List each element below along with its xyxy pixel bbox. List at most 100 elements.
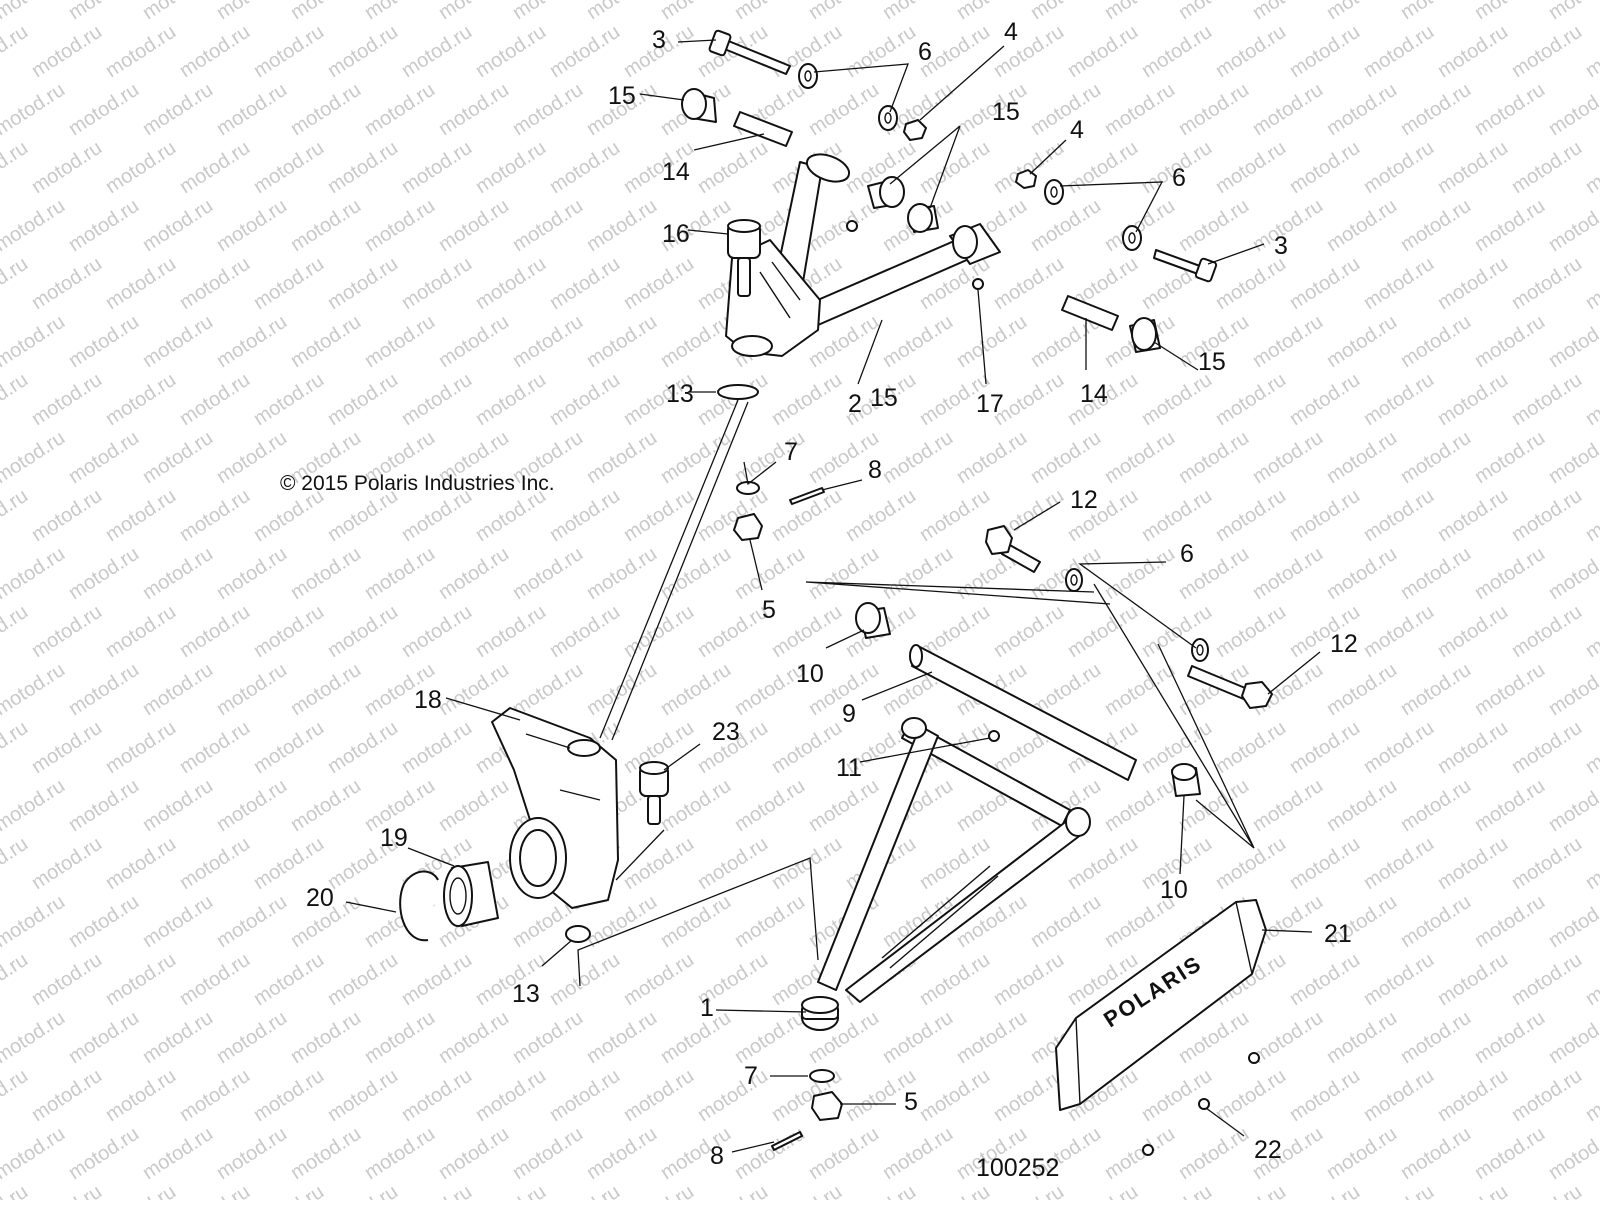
grease-fitting-upper-a — [846, 220, 858, 232]
watermark: motod.ru — [657, 659, 735, 720]
watermark: motod.ru — [583, 1123, 661, 1184]
watermark: motod.ru — [583, 543, 661, 604]
watermark: motod.ru — [0, 311, 69, 372]
watermark: motod.ru — [1545, 775, 1600, 836]
watermark: motod.ru — [324, 1065, 402, 1126]
watermark: motod.ru — [0, 659, 69, 720]
watermark: motod.ru — [0, 543, 69, 604]
watermark: motod.ru — [1212, 137, 1290, 198]
watermark: motod.ru — [0, 775, 69, 836]
watermark: motod.ru — [1249, 1007, 1327, 1068]
watermark: motod.ru — [1582, 949, 1600, 1010]
watermark: motod.ru — [953, 427, 1031, 488]
watermark: motod.ru — [583, 1007, 661, 1068]
watermark: motod.ru — [176, 949, 254, 1010]
callout-6: 6 — [1180, 540, 1194, 568]
watermark: motod.ru — [250, 1181, 328, 1200]
watermark: motod.ru — [546, 601, 624, 662]
watermark: motod.ru — [139, 1007, 217, 1068]
watermark: motod.ru — [1064, 601, 1142, 662]
watermark: motod.ru — [546, 949, 624, 1010]
watermark: motod.ru — [398, 1181, 476, 1200]
washer-6-f-hole — [1196, 644, 1204, 656]
watermark: motod.ru — [731, 775, 809, 836]
watermark: motod.ru — [435, 79, 513, 140]
watermark: motod.ru — [472, 1065, 550, 1126]
watermark: motod.ru — [1397, 1123, 1475, 1184]
watermark: motod.ru — [139, 775, 217, 836]
leader-7-a — [743, 461, 777, 486]
watermark: motod.ru — [139, 659, 217, 720]
watermark: motod.ru — [509, 1007, 587, 1068]
watermark: motod.ru — [768, 717, 846, 778]
watermark: motod.ru — [1508, 717, 1586, 778]
watermark: motod.ru — [953, 1007, 1031, 1068]
watermark: motod.ru — [620, 949, 698, 1010]
watermark: motod.ru — [1286, 137, 1364, 198]
watermark: motod.ru — [28, 137, 106, 198]
washer-7-b — [809, 1069, 835, 1083]
lower-a-arm-left-tube — [817, 725, 939, 991]
grease-fitting-11 — [988, 730, 1000, 742]
watermark: motod.ru — [435, 311, 513, 372]
watermark: motod.ru — [1101, 427, 1179, 488]
watermark: motod.ru — [1138, 1181, 1216, 1200]
leader-3-b — [1207, 243, 1265, 265]
spindle-detail — [525, 733, 601, 801]
watermark: motod.ru — [287, 775, 365, 836]
leader-20 — [345, 901, 397, 913]
watermark: motod.ru — [1064, 21, 1142, 82]
leader-15-d — [1153, 341, 1199, 371]
watermark: motod.ru — [1434, 21, 1512, 82]
watermark: motod.ru — [1323, 1007, 1401, 1068]
watermark: motod.ru — [1101, 775, 1179, 836]
washer-6-b — [878, 105, 898, 131]
watermark: motod.ru — [509, 311, 587, 372]
watermark: motod.ru — [65, 1007, 143, 1068]
watermark: motod.ru — [472, 601, 550, 662]
watermark: motod.ru — [583, 0, 661, 24]
watermark: motod.ru — [657, 1007, 735, 1068]
watermark: motod.ru — [0, 833, 32, 894]
ball-joint-23-cap — [639, 761, 669, 775]
watermark: motod.ru — [546, 1181, 624, 1200]
watermark: motod.ru — [1434, 949, 1512, 1010]
watermark: motod.ru — [694, 601, 772, 662]
watermark: motod.ru — [1471, 427, 1549, 488]
watermark: motod.ru — [1545, 0, 1600, 24]
watermark: motod.ru — [805, 543, 883, 604]
watermark: motod.ru — [1249, 427, 1327, 488]
watermark: motod.ru — [1027, 427, 1105, 488]
watermark: motod.ru — [176, 369, 254, 430]
upper-a-arm-front-bushing-tube — [805, 153, 851, 183]
watermark: motod.ru — [731, 0, 809, 24]
watermark: motod.ru — [0, 891, 69, 952]
watermark: motod.ru — [324, 949, 402, 1010]
watermark: motod.ru — [0, 253, 32, 314]
watermark: motod.ru — [0, 0, 69, 24]
callout-15: 15 — [1198, 348, 1226, 376]
watermark: motod.ru — [213, 775, 291, 836]
callout-9: 9 — [842, 700, 856, 728]
watermark: motod.ru — [213, 311, 291, 372]
watermark: motod.ru — [1508, 137, 1586, 198]
leader-23 — [615, 743, 701, 881]
bearing-19-bore — [449, 877, 467, 915]
watermark: motod.ru — [1323, 1123, 1401, 1184]
watermark: motod.ru — [1360, 949, 1438, 1010]
lower-a-arm-brace — [881, 865, 999, 969]
watermark: motod.ru — [435, 659, 513, 720]
watermark: motod.ru — [213, 543, 291, 604]
watermark: motod.ru — [768, 833, 846, 894]
snap-ring-13-lower — [565, 925, 591, 943]
watermark: motod.ru — [583, 659, 661, 720]
watermark: motod.ru — [0, 369, 32, 430]
watermark: motod.ru — [1434, 1065, 1512, 1126]
watermark: motod.ru — [805, 775, 883, 836]
leader-8-b — [731, 1141, 775, 1153]
callout-15: 15 — [608, 82, 636, 110]
leader-assembly-right — [1093, 583, 1255, 849]
watermark: motod.ru — [1397, 0, 1475, 24]
callout-2: 2 — [848, 390, 862, 418]
